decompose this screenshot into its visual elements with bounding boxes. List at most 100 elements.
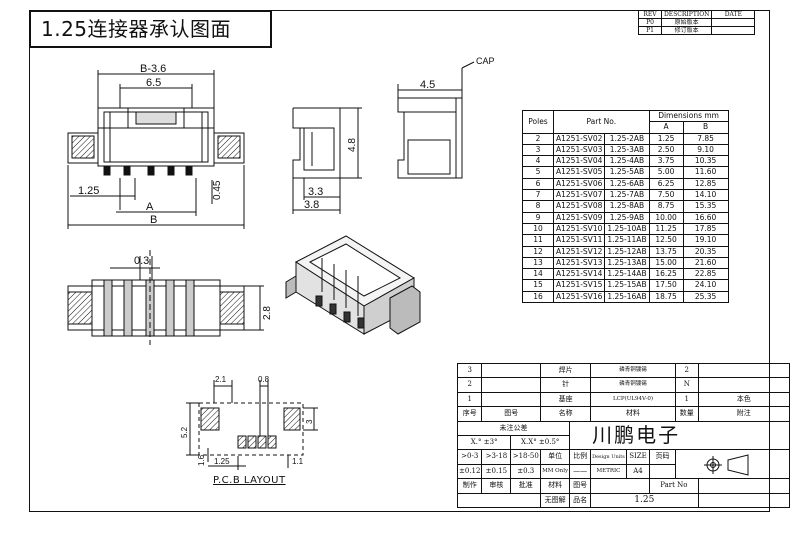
design-units-label: Design Units [590, 449, 627, 465]
material-cell: LCP(UL94V-0) [590, 391, 676, 408]
dim-08: 0.8 [258, 375, 270, 384]
part-no-cell: A1251-SV05 [552, 166, 606, 179]
dim-a-cell: 12.50 [648, 234, 684, 247]
alt-part-no-cell: 1.25-9AB [604, 211, 650, 224]
part-no-cell: 2 [456, 377, 483, 393]
tolerance-x: X.° ±3° [456, 435, 512, 451]
dim-b-cell: 9.10 [682, 143, 729, 157]
dim-a-cell: 7.50 [648, 189, 684, 202]
material-label: 材料 [540, 478, 571, 494]
drawing-cell [481, 391, 542, 408]
part-no-cell: A1251-SV12 [552, 245, 606, 258]
part-no-cell: A1251-SV10 [552, 222, 606, 236]
review-label: 审核 [481, 478, 512, 494]
header-qty: 数量 [674, 406, 699, 422]
approve-label: 批准 [510, 478, 542, 494]
alt-part-no-cell: 1.25-10AB [604, 222, 650, 236]
alt-part-no-cell: 1.25-5AB [604, 166, 650, 179]
poles-cell: 4 [522, 155, 554, 168]
dim-a-cell: 15.00 [648, 256, 684, 270]
no-drawing-label: 无图解 [540, 492, 571, 509]
part-no-cell: 1 [456, 391, 483, 408]
range-3: >18-50 [510, 449, 542, 465]
alt-part-no-cell: 1.25-3AB [604, 143, 650, 157]
note-cell: 本色 [697, 391, 790, 408]
poles-cell: 2 [522, 132, 554, 145]
alt-part-no-cell: 1.25-7AB [604, 189, 650, 202]
drawing-no-label: 图号 [569, 478, 592, 494]
dim-b-cell: 14.10 [682, 189, 729, 202]
range-2: >3-18 [481, 449, 512, 465]
dim-48: 4.8 [347, 138, 358, 152]
page-value [649, 463, 676, 480]
dim-a-cell: 3.75 [648, 155, 684, 168]
make-label: 制作 [456, 478, 483, 494]
product-name-label: 品名 [569, 492, 592, 509]
range-tol-1: ±0.12 [456, 463, 483, 480]
poles-cell: 15 [522, 279, 554, 292]
company-name: 川鹏电子 [569, 420, 790, 451]
part-no-cell: A1251-SV16 [552, 290, 606, 304]
pcb-layout-label: P.C.B LAYOUT [213, 475, 286, 486]
dim-33: 3.3 [308, 186, 323, 198]
dim-045: 0.45 [212, 180, 223, 200]
cap-view [397, 61, 475, 179]
qty-cell: 2 [674, 362, 699, 379]
description-cell: 修订版本 [660, 26, 713, 35]
dim-52: 5.2 [180, 426, 189, 438]
dim-b-cell: 17.85 [682, 222, 729, 236]
dim-a-cell: 16.25 [648, 268, 684, 281]
dim-b-cell: 21.60 [682, 256, 729, 270]
poles-cell: 3 [522, 143, 554, 157]
part-no-cell: A1251-SV11 [552, 234, 606, 247]
part-no-cell: A1251-SV04 [552, 155, 606, 168]
alt-part-no-cell: 1.25-13AB [604, 256, 650, 270]
poles-cell: 7 [522, 189, 554, 202]
alt-part-no-cell: 1.25-14AB [604, 268, 650, 281]
blank-cell [456, 492, 542, 509]
alt-part-no-cell: 1.25-15AB [604, 279, 650, 292]
blank-cell [697, 478, 790, 494]
poles-cell: 10 [522, 222, 554, 236]
range-1: >0-3 [456, 449, 483, 465]
header-b: B [682, 121, 729, 134]
part-no-label: Part No [649, 478, 699, 494]
projection-cell [674, 449, 790, 480]
poles-cell: 16 [522, 290, 554, 304]
blank-cell [590, 478, 651, 494]
range-tol-3: ±0.3 [510, 463, 542, 480]
blank-cell [697, 492, 790, 509]
part-no-cell: A1251-SV02 [552, 132, 606, 145]
date-cell [711, 26, 756, 35]
header-material: 材料 [590, 406, 676, 422]
header-a: A [648, 121, 684, 134]
header-name: 名称 [540, 406, 592, 422]
cap-label: CAP [476, 56, 495, 66]
scale-label: 比例 [569, 449, 592, 465]
header-dimensions: Dimensions mm [648, 109, 729, 123]
part-no-cell: A1251-SV14 [552, 268, 606, 281]
dim-21: 2.1 [215, 375, 227, 384]
part-no-value: 1.25 [590, 492, 699, 509]
header-no: 序号 [456, 406, 483, 422]
poles-cell: 5 [522, 166, 554, 179]
tolerance-title: 未注公差 [456, 420, 571, 437]
dim-a-cell: 2.50 [648, 143, 684, 157]
page-label: 页码 [649, 449, 676, 465]
dim-b-cell: 10.35 [682, 155, 729, 168]
alt-part-no-cell: 1.25-8AB [604, 200, 650, 213]
pcb-layout [186, 380, 318, 470]
poles-cell: 14 [522, 268, 554, 281]
header-poles: Poles [522, 110, 554, 134]
bottom-view [67, 250, 264, 345]
part-no-cell: A1251-SV09 [552, 211, 606, 224]
dim-a: A [146, 201, 154, 213]
